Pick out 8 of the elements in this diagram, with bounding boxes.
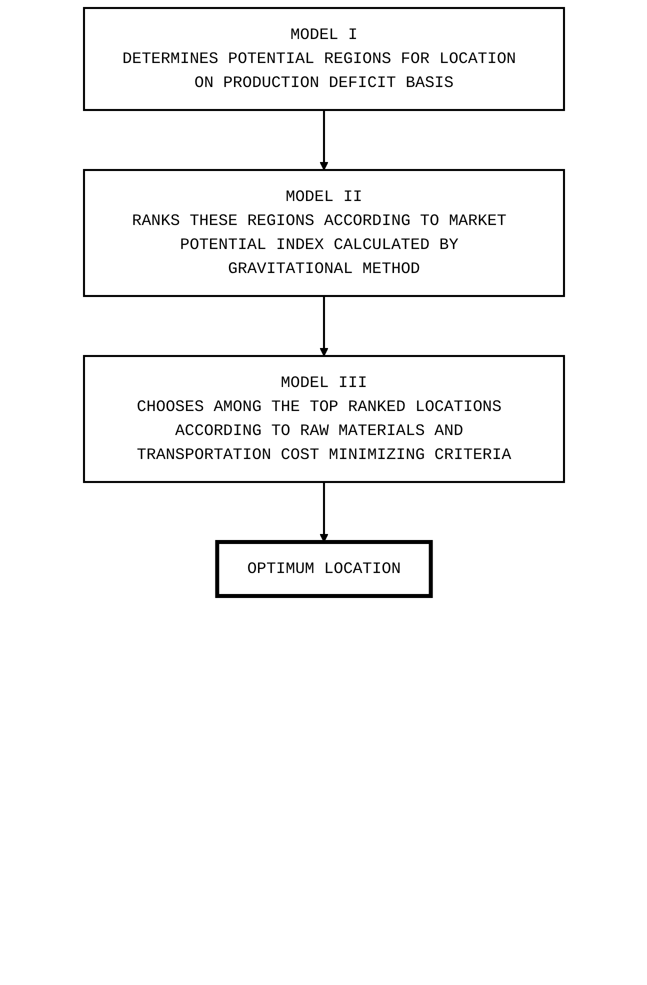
node-box [214, 540, 432, 598]
node-box [82, 355, 564, 483]
node-box [82, 169, 564, 297]
flowchart: MODEL I DETERMINES POTENTIAL REGIONS FOR LOCATION ON PRODUCTION DEFICIT BASIS MODEL II RANKS THESE REGIONS ACCORDING TO MARKET POTENTIAL INDEX CALCULATED BY GRAVITATIONAL METHOD MODEL III CHOOSES AMONG THE TOP RANKED LOCATIONS ACCORDING TO RAW MATERIALS AND TRANSPORTATION COST MINIMIZING CRITERIA OPTIMUM LOCATION [76, 0, 572, 604]
arrow [319, 482, 328, 542]
arrow [319, 110, 328, 170]
arrow [319, 296, 328, 356]
node-box [82, 7, 564, 111]
